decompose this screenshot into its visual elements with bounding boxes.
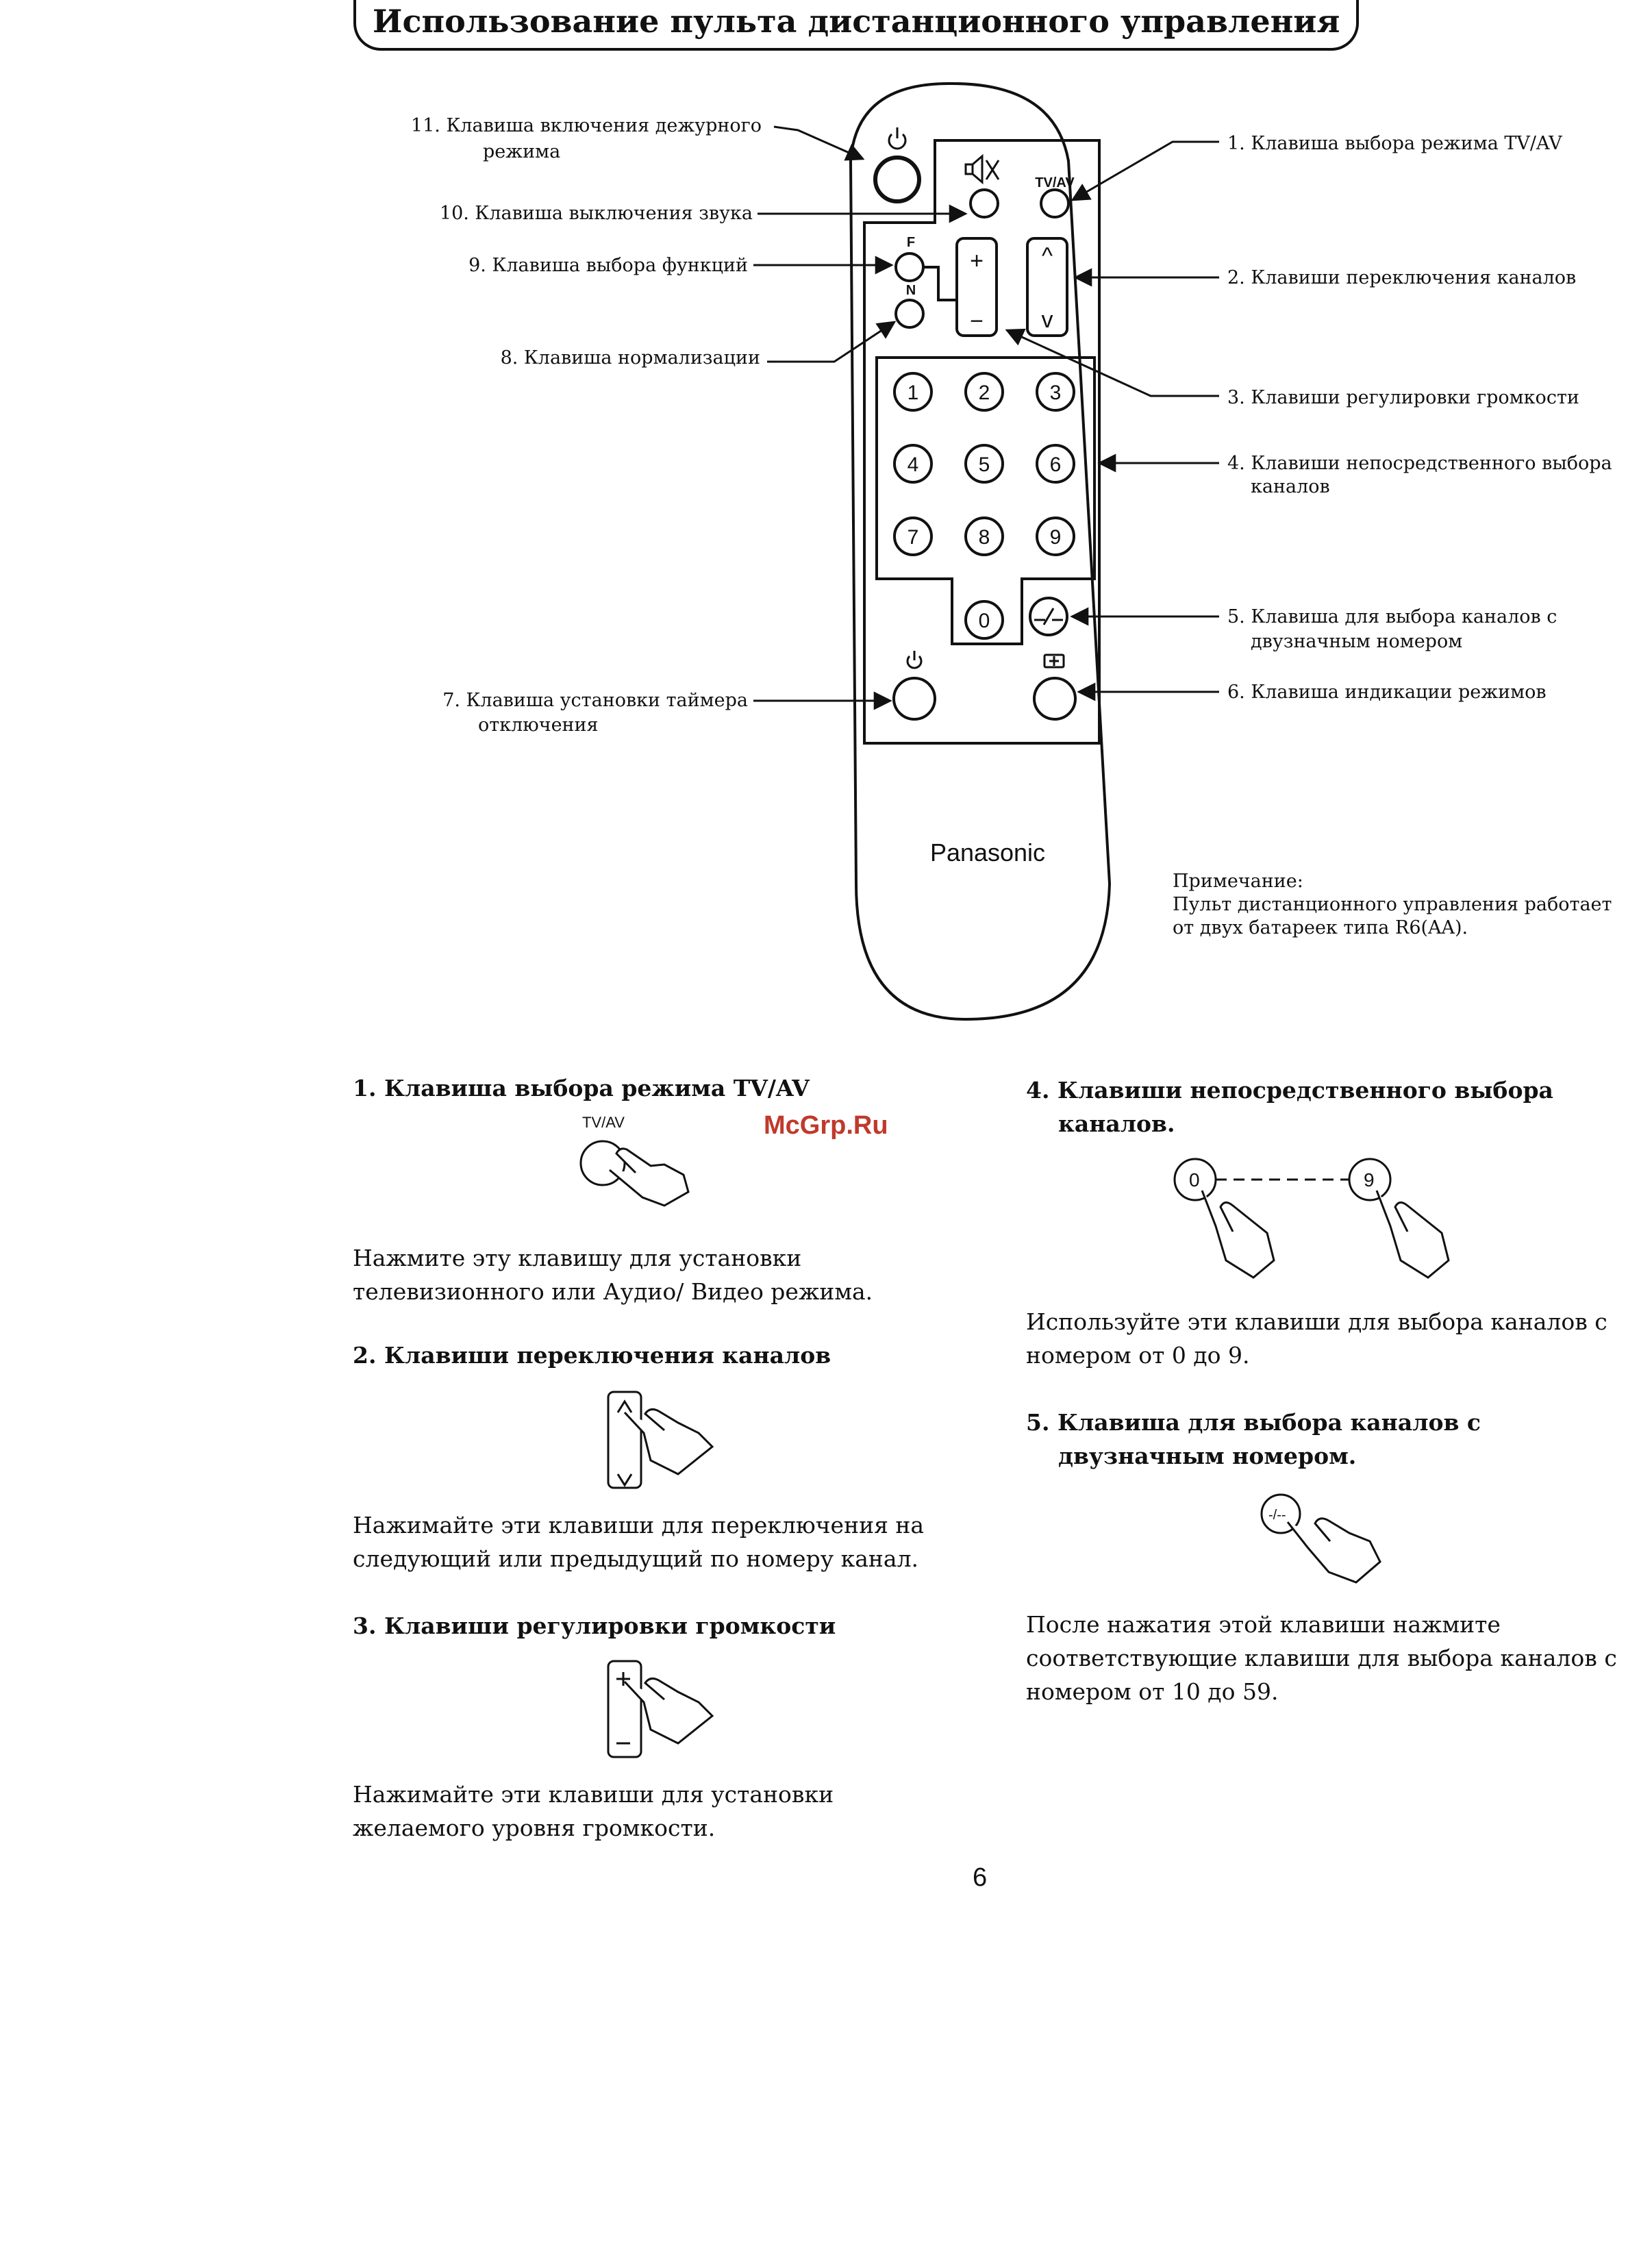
hand-pointer-icon — [1201, 1190, 1275, 1279]
hand-pointer-icon — [623, 1408, 714, 1475]
digit-label: 1 — [908, 382, 919, 404]
section-1-body: Нажмите эту клавишу для установки телеви… — [353, 1245, 873, 1305]
digit-from-label: 0 — [1189, 1169, 1200, 1191]
digit-panel — [875, 356, 1096, 645]
channel-press-illustration — [607, 1391, 714, 1489]
tvav-button — [1040, 188, 1070, 219]
two-digit-press-illustration: -/-- — [1260, 1493, 1381, 1584]
label-10: 10. Клавиша выключения звука — [439, 203, 753, 224]
brand-logo: Panasonic — [930, 838, 1045, 867]
section-4-body: Используйте эти клавиши для выбора канал… — [1026, 1308, 1607, 1369]
section-4-title: 4. Клавиши непосредственного выбора — [1026, 1077, 1553, 1104]
section-5-body: После нажатия этой клавиши нажмите соотв… — [1026, 1611, 1617, 1705]
mute-icon — [964, 153, 1000, 185]
digit-label: 5 — [979, 453, 990, 476]
standby-icon — [888, 127, 907, 150]
arrow-tvav — [1071, 140, 1219, 201]
digit-label: 7 — [908, 526, 919, 549]
channel-up-label: ^ — [1042, 243, 1053, 269]
section-5-title-cont: двузначным номером. — [1058, 1443, 1357, 1469]
sleep-timer-button — [892, 677, 936, 721]
digit-label: 0 — [979, 610, 990, 632]
digit-label: 3 — [1050, 382, 1062, 404]
digit-label: 6 — [1050, 453, 1062, 476]
digit-buttons — [893, 372, 1075, 640]
note-line-2: от двух батареек типа R6(AA). — [1173, 917, 1468, 938]
arrow-normalize — [767, 321, 897, 363]
volume-press-illustration — [607, 1660, 714, 1758]
remote-inner-panel — [863, 139, 1101, 745]
label-5: 5. Клавиша для выбора каналов с — [1227, 606, 1557, 627]
arrow-volume — [1005, 328, 1219, 397]
display-icon — [1043, 653, 1065, 669]
remote-diagram: TV/AV F N + − ^ v 1 2 3 4 5 6 7 8 9 0 Pa… — [753, 82, 1219, 1021]
page-number: 6 — [973, 1863, 988, 1892]
section-1-title: 1. Клавиша выбора режима TV/AV — [353, 1072, 810, 1105]
watermark: McGrp.Ru — [764, 1111, 888, 1140]
section-4-title-cont: каналов. — [1058, 1110, 1175, 1137]
label-5-cont: двузначным номером — [1251, 631, 1463, 652]
function-button-label: F — [907, 235, 915, 250]
digit-label: 4 — [908, 453, 919, 476]
section-5-title: 5. Клавиша для выбора каналов с — [1026, 1409, 1481, 1436]
note-title: Примечание: — [1173, 871, 1303, 892]
normalize-button-label: N — [906, 283, 916, 298]
volume-plus-label: + — [970, 248, 984, 274]
label-8: 8. Клавиша нормализации — [500, 347, 760, 369]
digits-press-illustration: 0 9 — [1173, 1158, 1450, 1279]
page-title: Использование пульта дистанционного упра… — [353, 0, 1360, 51]
section-3-body: Нажимайте эти клавиши для установки жела… — [353, 1781, 834, 1841]
label-4: 4. Клавиши непосредственного выбора — [1227, 453, 1612, 474]
tvav-illustration-label: TV/AV — [582, 1114, 625, 1131]
label-11-cont: режима — [483, 141, 561, 162]
label-4-cont: каналов — [1251, 476, 1330, 497]
two-digit-illustration-label: -/-- — [1268, 1508, 1286, 1523]
label-7-cont: отключения — [478, 714, 599, 736]
label-7: 7. Клавиша установки таймера — [442, 690, 748, 711]
timer-icon — [906, 651, 923, 669]
label-11: 11. Клавиша включения дежурного — [410, 115, 762, 136]
hand-pointer-icon — [623, 1678, 714, 1745]
volume-rocker — [955, 237, 998, 337]
hand-pointer-icon — [609, 1147, 690, 1207]
label-2: 2. Клавиши переключения каналов — [1227, 267, 1577, 288]
digit-label: 8 — [979, 526, 990, 549]
section-2-body: Нажимайте эти клавиши для переключения н… — [353, 1512, 925, 1572]
label-9: 9. Клавиша выбора функций — [468, 255, 748, 276]
function-button — [894, 252, 925, 282]
display-button — [1033, 677, 1077, 721]
digit-label: 9 — [1050, 526, 1062, 549]
tvav-button-label: TV/AV — [1035, 175, 1075, 190]
volume-minus-label: − — [970, 308, 984, 334]
tvav-press-illustration: TV/AV — [579, 1114, 690, 1207]
label-3: 3. Клавиши регулировки громкости — [1227, 387, 1579, 408]
mute-button — [969, 188, 999, 219]
channel-down-label: v — [1042, 307, 1053, 333]
digit-to-label: 9 — [1364, 1169, 1375, 1191]
section-3-title: 3. Клавиши регулировки громкости — [353, 1612, 836, 1639]
two-digit-button — [1029, 597, 1068, 636]
two-digit-icon — [1034, 608, 1063, 625]
label-1: 1. Клавиша выбора режима TV/AV — [1227, 133, 1562, 154]
hand-pointer-icon — [1375, 1190, 1450, 1279]
note-line-1: Пульт дистанционного управления работает — [1173, 894, 1612, 915]
section-2-title: 2. Клавиши переключения каналов — [353, 1342, 831, 1369]
remote-body — [849, 82, 1112, 1021]
hand-pointer-icon — [1286, 1517, 1381, 1584]
label-6: 6. Клавиша индикации режимов — [1227, 682, 1547, 703]
section-1-title-text: 1. Клавиша выбора режима TV/AV — [353, 1075, 810, 1101]
digit-label: 2 — [979, 382, 990, 404]
arrow-standby — [773, 125, 865, 161]
channel-rocker — [1026, 237, 1068, 337]
standby-button — [873, 155, 921, 203]
normalize-button — [894, 299, 925, 329]
note-block: Примечание: Пульт дистанционного управле… — [1173, 870, 1612, 940]
